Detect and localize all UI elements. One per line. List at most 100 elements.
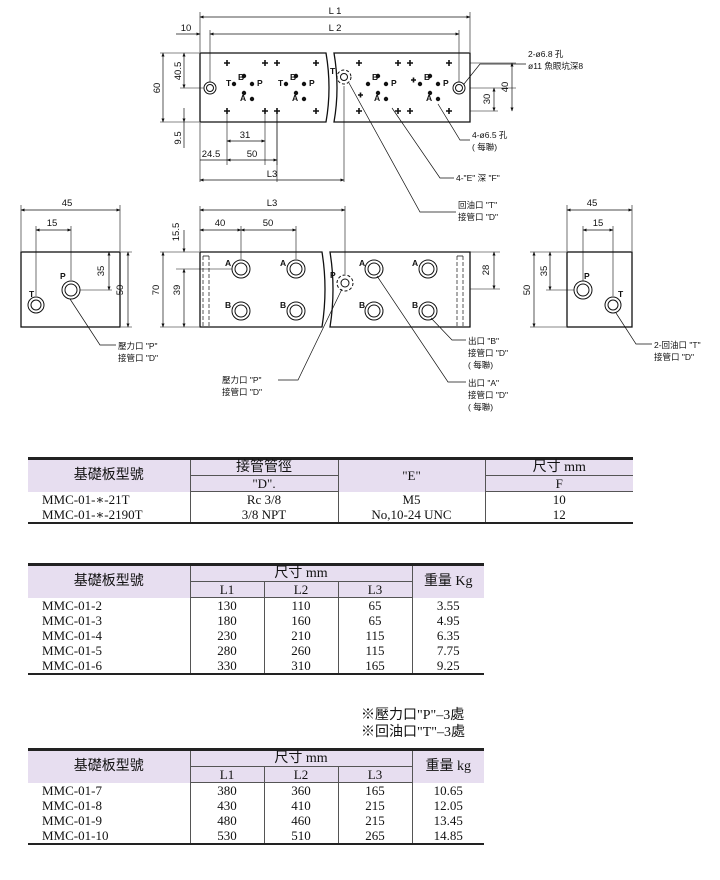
- dim-40-5: 40.5: [173, 62, 184, 81]
- note-t-ports: ※回油口"T"–3處: [361, 725, 465, 740]
- mount-hole-left: [203, 81, 217, 95]
- table-cell: MMC-01-8: [42, 798, 102, 813]
- dim-30: 30: [482, 94, 493, 105]
- drawing-label: A: [374, 93, 380, 103]
- table-cell: 110: [263, 597, 338, 613]
- table-cell: 12.05: [411, 798, 484, 813]
- port-b-1: [231, 301, 251, 321]
- t-port-right: [604, 296, 622, 314]
- drawing-label: P: [330, 270, 336, 280]
- drawing-label: 35: [96, 266, 107, 277]
- callout-2-hole: 2-ø6.8 孔: [528, 49, 564, 59]
- table-cell: L2: [263, 581, 338, 598]
- table-cell: 215: [337, 798, 412, 813]
- dim-L3-top: L3: [267, 169, 278, 180]
- table-cell: 330: [189, 658, 264, 675]
- table-cell: 重量 Kg: [411, 563, 484, 598]
- table-cell: Rc 3/8: [189, 491, 338, 507]
- p-port-front: [336, 274, 354, 292]
- drawing-label: T: [29, 289, 35, 299]
- drawing-label: T: [226, 78, 232, 88]
- drawing-label: 接管口 "D": [654, 352, 694, 362]
- table-cell: 530: [189, 828, 264, 845]
- header-pipe: 接管管徑: [189, 457, 338, 476]
- drawing-label: 40: [215, 218, 226, 229]
- table-cell: 260: [263, 643, 338, 658]
- drawing-label: P: [391, 78, 397, 88]
- drawing-label: 45: [587, 198, 598, 209]
- drawing-label: P: [443, 78, 449, 88]
- bolt-hole-marks: [224, 60, 452, 114]
- table-cell: 210: [263, 628, 338, 643]
- drawing-label: ( 每聯): [468, 360, 493, 370]
- drawing-label: 50: [115, 285, 126, 296]
- header-model: 基礎板型號: [28, 457, 190, 492]
- pipe-size-table: 基礎板型號 接管管徑 "E" 尺寸 mm "D". F MMC-01-∗-21T…: [28, 457, 633, 524]
- drawing-label: B: [225, 300, 231, 310]
- table-cell: L2: [263, 766, 338, 783]
- drawing-label: A: [412, 258, 418, 268]
- technical-drawing: L 1 L 2 10 60 40.5 9.5 31 24.5 50 L3 30 …: [20, 6, 701, 412]
- table-cell: MMC-01-7: [42, 782, 102, 798]
- table-cell: 尺寸 mm: [189, 563, 412, 582]
- table-cell: 410: [263, 798, 338, 813]
- top-view: [160, 12, 526, 213]
- drawing-label: A: [240, 93, 246, 103]
- drawing-label: 35: [539, 266, 550, 277]
- mount-hole-right: [452, 81, 466, 95]
- drawing-label: B: [290, 72, 296, 82]
- drawing-label: P: [60, 271, 66, 281]
- callout-b-out: 出口 "B": [468, 336, 499, 346]
- table-cell: 160: [263, 613, 338, 628]
- drawing-label: 50: [522, 285, 533, 296]
- table-cell: 215: [337, 813, 412, 828]
- dim-31: 31: [240, 130, 251, 141]
- table-cell: 12: [484, 507, 633, 524]
- drawing-label: 39: [172, 285, 183, 296]
- note-p-ports: ※壓力口"P"–3處: [361, 708, 465, 723]
- drawing-label: B: [238, 72, 244, 82]
- drawing-label: 50: [263, 218, 274, 229]
- drawing-label: 45: [62, 198, 73, 209]
- port-a-3: [364, 259, 384, 279]
- table-cell: 3.55: [411, 597, 484, 613]
- dim-L1: L 1: [329, 6, 342, 17]
- dim-L2: L 2: [329, 23, 342, 34]
- dim-40: 40: [500, 82, 511, 93]
- table-cell: 65: [337, 613, 412, 628]
- callout-p-left: 壓力口 "P": [118, 341, 158, 351]
- table-cell: 480: [189, 813, 264, 828]
- table-cell: MMC-01-10: [28, 828, 190, 845]
- drawing-label: 接管口 "D": [118, 353, 158, 363]
- dim-10: 10: [181, 23, 192, 34]
- table-cell: 尺寸 mm: [189, 748, 412, 767]
- table-cell: MMC-01-9: [42, 813, 102, 828]
- table-cell: 510: [263, 828, 338, 845]
- table-cell: 14.85: [411, 828, 484, 845]
- table-cell: MMC-01-3: [42, 613, 102, 628]
- callout-p-front: 壓力口 "P": [222, 375, 262, 385]
- table-cell: 3/8 NPT: [189, 507, 338, 524]
- drawing-label: T: [618, 289, 624, 299]
- table-cell: 10: [484, 491, 633, 507]
- right-side-view: [530, 205, 652, 345]
- drawing-label: A: [426, 93, 432, 103]
- port-b-4: [418, 301, 438, 321]
- table-cell: 265: [337, 828, 412, 845]
- drawing-label: A: [225, 258, 231, 268]
- drawing-label: B: [359, 300, 365, 310]
- table-cell: 310: [263, 658, 338, 675]
- drawing-label: B: [372, 72, 378, 82]
- table-cell: 115: [337, 643, 412, 658]
- table-cell: 7.75: [411, 643, 484, 658]
- table-cell: 6.35: [411, 628, 484, 643]
- t-port-circle: [336, 69, 352, 85]
- left-side-view: [20, 205, 132, 346]
- header-size: 尺寸 mm: [484, 457, 633, 476]
